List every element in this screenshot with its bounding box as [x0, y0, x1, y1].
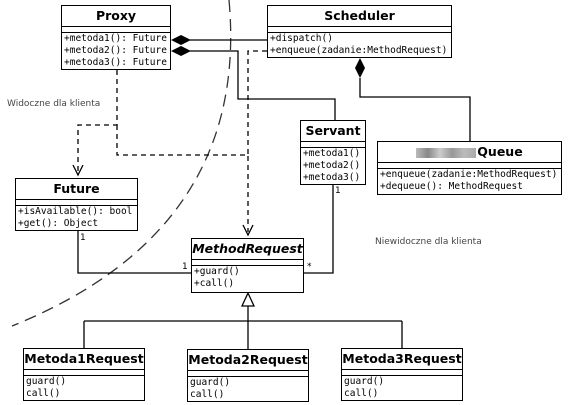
- blurred-prefix: [416, 147, 477, 158]
- queue-method: +enqueue(zadanie:MethodRequest): [380, 169, 558, 180]
- visible-note: Widoczne dla klienta: [7, 99, 101, 109]
- scheduler-queue-diamond: [355, 58, 365, 78]
- proxy-method: +metoda2(): Future: [64, 45, 167, 56]
- future-methodrequest-link: [77, 231, 192, 274]
- metoda2request-class: Metoda2Request guard() call(): [187, 349, 309, 402]
- queue-class-name: Queue: [477, 144, 523, 159]
- methodrequest-class-name: MethodRequest: [192, 239, 303, 260]
- servant-method: +metoda1(): [303, 148, 361, 159]
- scheduler-method: +enqueue(zadanie:MethodRequest): [270, 45, 448, 56]
- metoda3request-method: guard(): [344, 376, 385, 387]
- methodrequest-method: +guard(): [194, 266, 240, 277]
- invisible-note: Niewidoczne dla klienta: [375, 237, 482, 247]
- metoda2request-method: call(): [190, 389, 225, 400]
- servant-method: +metoda3(): [303, 172, 361, 183]
- metoda2request-class-name: Metoda2Request: [188, 350, 308, 371]
- mult-methodrequest-future-end: 1: [182, 262, 188, 272]
- metoda1request-method: call(): [26, 388, 61, 399]
- metoda3request-class: Metoda3Request guard() call(): [341, 348, 463, 401]
- servant-class-name: Servant: [301, 121, 365, 142]
- scheduler-methodrequest-dependency: [247, 50, 267, 155]
- visibility-boundary: [11, 0, 232, 327]
- future-method: +isAvailable(): bool: [18, 206, 133, 217]
- queue-class: Queue +enqueue(zadanie:MethodRequest) +d…: [377, 141, 562, 195]
- mult-future-end: 1: [80, 233, 86, 243]
- metoda1request-method: guard(): [26, 376, 67, 387]
- metoda1request-class-name: Metoda1Request: [24, 349, 144, 370]
- metoda3request-method: call(): [344, 388, 379, 399]
- inheritance-triangle: [240, 291, 256, 307]
- methodrequest-class: MethodRequest +guard() +call(): [191, 238, 304, 293]
- proxy-future-dependency: [77, 70, 118, 174]
- future-class-name: Future: [16, 179, 137, 200]
- proxy-servant-link: [190, 50, 336, 121]
- metoda3request-class-name: Metoda3Request: [342, 349, 462, 370]
- proxy-methodrequest-dependency: [116, 125, 249, 232]
- servant-method: +metoda2(): [303, 160, 361, 171]
- proxy-servant-diamond: [171, 46, 191, 56]
- servant-class: Servant +metoda1() +metoda2() +metoda3(): [300, 120, 366, 185]
- scheduler-method: +dispatch(): [270, 33, 333, 44]
- scheduler-class-name: Scheduler: [268, 6, 451, 27]
- mult-servant-end: 1: [335, 186, 341, 196]
- mult-methodrequest-servant-end: *: [307, 262, 312, 272]
- scheduler-queue-link: [359, 78, 471, 142]
- servant-methodrequest-link: [304, 185, 334, 274]
- proxy-method: +metoda1(): Future: [64, 33, 167, 44]
- metoda1request-class: Metoda1Request guard() call(): [23, 348, 145, 401]
- future-method: +get(): Object: [18, 218, 99, 229]
- future-class: Future +isAvailable(): bool +get(): Obje…: [15, 178, 138, 231]
- methodrequest-arrowhead: [242, 224, 254, 237]
- proxy-future-arrowhead: [72, 164, 84, 177]
- queue-method: +dequeue(): MethodRequest: [380, 181, 523, 192]
- methodrequest-method: +call(): [194, 278, 235, 289]
- proxy-class: Proxy +metoda1(): Future +metoda2(): Fut…: [61, 5, 171, 70]
- proxy-method: +metoda3(): Future: [64, 57, 167, 68]
- proxy-scheduler-diamond: [171, 35, 191, 45]
- proxy-class-name: Proxy: [62, 6, 170, 27]
- scheduler-class: Scheduler +dispatch() +enqueue(zadanie:M…: [267, 5, 452, 58]
- queue-class-title: Queue: [378, 142, 561, 163]
- metoda2request-method: guard(): [190, 377, 231, 388]
